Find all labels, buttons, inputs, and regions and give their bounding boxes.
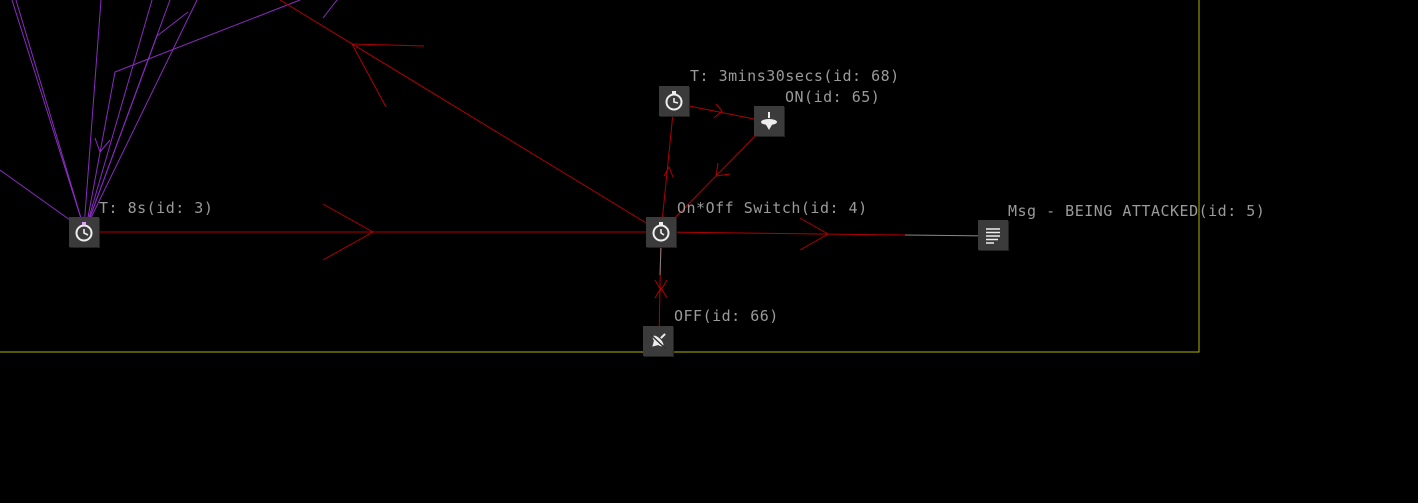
map-bounds <box>0 0 1200 353</box>
stopwatch-icon <box>665 91 683 111</box>
stopwatch-icon <box>75 222 93 242</box>
spinning-top-off-icon <box>649 333 667 350</box>
stopwatch-icon <box>652 222 670 242</box>
fan-links <box>0 0 338 231</box>
node-label: T: 8s(id: 3) <box>99 199 214 217</box>
off-node-66[interactable] <box>643 326 673 356</box>
spinning-top-icon <box>761 112 777 130</box>
switch-node-4[interactable] <box>646 217 676 247</box>
message-icon <box>986 228 1000 244</box>
message-node-5[interactable] <box>978 220 1008 250</box>
node-label: ON(id: 65) <box>785 88 881 106</box>
trigger-links <box>84 0 906 341</box>
timer-node-68[interactable] <box>659 86 689 116</box>
node-label: On*Off Switch(id: 4) <box>677 199 868 217</box>
node-label: T: 3mins30secs(id: 68) <box>690 67 900 85</box>
timer-node-3[interactable] <box>69 217 99 247</box>
node-label: Msg - BEING ATTACKED(id: 5) <box>1008 202 1266 220</box>
node-label: OFF(id: 66) <box>674 307 779 325</box>
on-node-65[interactable] <box>754 106 784 136</box>
